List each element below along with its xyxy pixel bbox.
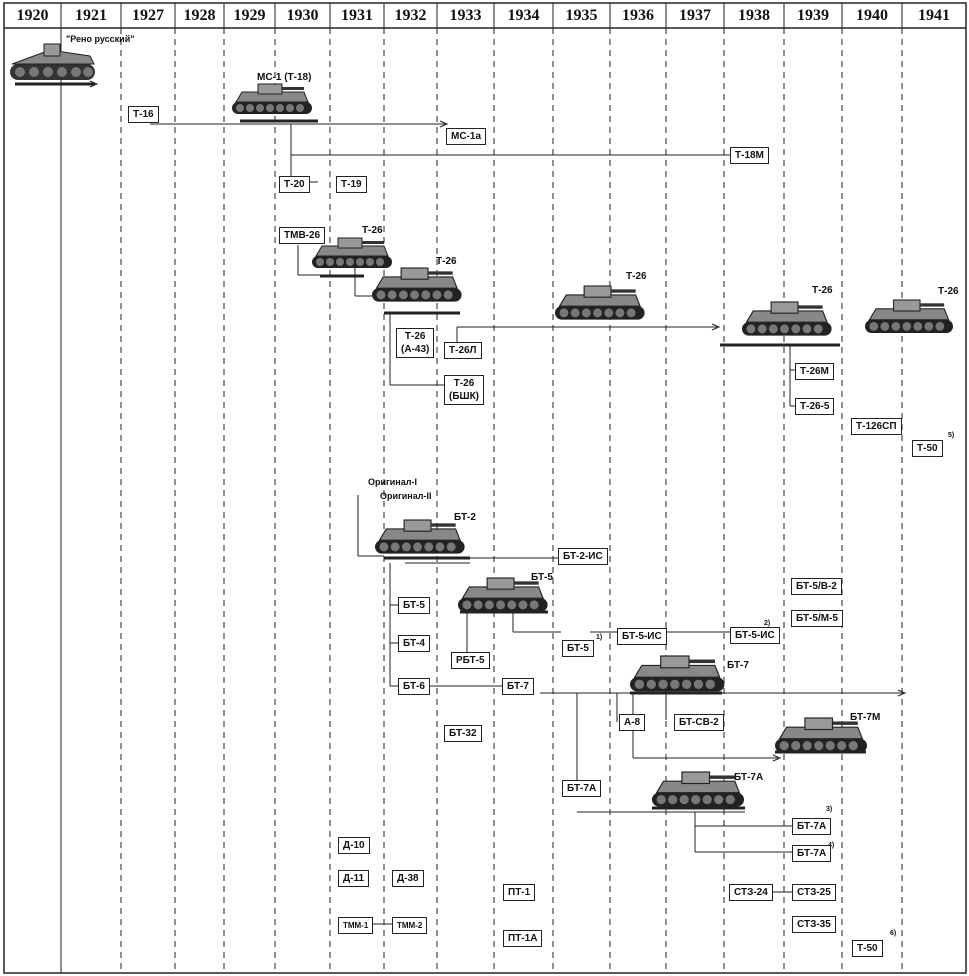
note-1: 1) [596,634,603,641]
year-1940: 1940 [856,7,888,24]
box-bt7a-4: БТ-7А [792,845,832,862]
grid [3,2,967,974]
box-bt5is: БТ-5-ИС [617,628,667,645]
box-t50-b: Т-50 [852,940,883,957]
label-ms1: МС-1 (Т-18) [257,72,312,83]
note-6: 6) [890,930,897,937]
box-d10: Д-10 [338,837,370,854]
year-1928: 1928 [183,7,216,24]
label-t26-1931: Т-26 [362,225,383,236]
box-d11: Д-11 [338,870,370,887]
box-bt7a: БТ-7А [562,780,602,797]
label-t26-1935: Т-26 [626,271,647,282]
box-stz35: СТЗ-35 [792,916,836,933]
box-tmm1: ТММ-1 [338,917,374,934]
box-t19: Т-19 [336,176,367,193]
year-1931: 1931 [341,7,373,24]
box-t126sp: Т-126СП [851,418,902,435]
year-1927: 1927 [132,7,164,24]
year-1938: 1938 [738,7,770,24]
box-d38: Д-38 [392,870,424,887]
box-pt1a: ПТ-1А [503,930,543,947]
box-bt5m5: БТ-5/М-5 [791,610,843,627]
box-stz24: СТЗ-24 [729,884,773,901]
year-1920: 1920 [16,7,49,24]
label-orig1: Оригинал-I [368,477,417,487]
box-bt4: БТ-4 [398,635,430,652]
box-bt5b2: БТ-5/В-2 [791,578,842,595]
box-t26l: Т-26Л [444,342,482,359]
box-t50-a: Т-50 [912,440,943,457]
box-pt1: ПТ-1 [503,884,536,901]
box-bt7: БТ-7 [502,678,534,695]
year-1939: 1939 [797,7,829,24]
ms1-tank [231,83,313,115]
year-1921: 1921 [75,7,107,24]
year-1933: 1933 [449,7,482,24]
label-orig2: Оригинал-II [380,491,432,501]
year-1936: 1936 [622,7,654,24]
box-bt7a-3: БТ-7А [792,818,832,835]
bt7-tank [629,655,725,692]
box-rbt5: РБТ-5 [451,652,490,669]
year-1935: 1935 [565,7,598,24]
note-2: 2) [764,620,771,627]
box-t26-a43: Т-26(А-43) [396,328,435,358]
label-bt2: БТ-2 [454,512,476,523]
year-1929: 1929 [233,7,266,24]
reno-tank [10,43,95,80]
box-t26s: Т-26-5 [795,398,835,415]
box-tmb26: ТМВ-26 [279,227,326,244]
tank-illustrations [10,43,954,808]
box-bt2is: БТ-2-ИС [558,548,608,565]
connectors [15,80,907,925]
note-3: 3) [826,806,833,813]
box-bt5-r: БТ-5 [562,640,594,657]
t26-1935-tank [554,285,646,321]
label-bt5: БТ-5 [531,572,553,583]
box-stz25: СТЗ-25 [792,884,836,901]
bt2-tank [374,519,466,555]
year-1934: 1934 [507,7,540,24]
box-t20: Т-20 [279,176,310,193]
t26-1940-tank [864,299,954,334]
note-4: 4) [828,842,835,849]
label-reno: "Рено русский" [66,34,135,44]
label-bt7m: БТ-7М [850,712,881,723]
label-t26-1932: Т-26 [436,256,457,267]
note-5: 5) [948,432,955,439]
box-bt32: БТ-32 [444,725,482,742]
box-a8: А-8 [619,714,646,731]
box-t26m: Т-26М [795,363,834,380]
box-bt5: БТ-5 [398,597,430,614]
box-t18m: Т-18М [730,147,769,164]
year-1930: 1930 [286,7,319,24]
year-1932: 1932 [394,7,427,24]
box-t16: Т-16 [128,106,159,123]
label-bt7a: БТ-7А [734,772,764,783]
label-t26-1938: Т-26 [812,285,833,296]
year-1941: 1941 [918,7,950,24]
box-ms1a: МС-1а [446,128,487,145]
box-bt6: БТ-6 [398,678,430,695]
box-bt5is-2: БТ-5-ИС [730,627,780,644]
label-t26-1940: Т-26 [938,286,959,297]
box-btsv2: БТ-СВ-2 [674,714,724,731]
label-bt7: БТ-7 [727,660,749,671]
box-tmm2: ТММ-2 [392,917,428,934]
year-1937: 1937 [679,7,711,24]
box-t26-bhk: Т-26(БШК) [444,375,484,405]
t26-1938-tank [741,301,833,337]
t26-1932-tank [371,267,463,303]
